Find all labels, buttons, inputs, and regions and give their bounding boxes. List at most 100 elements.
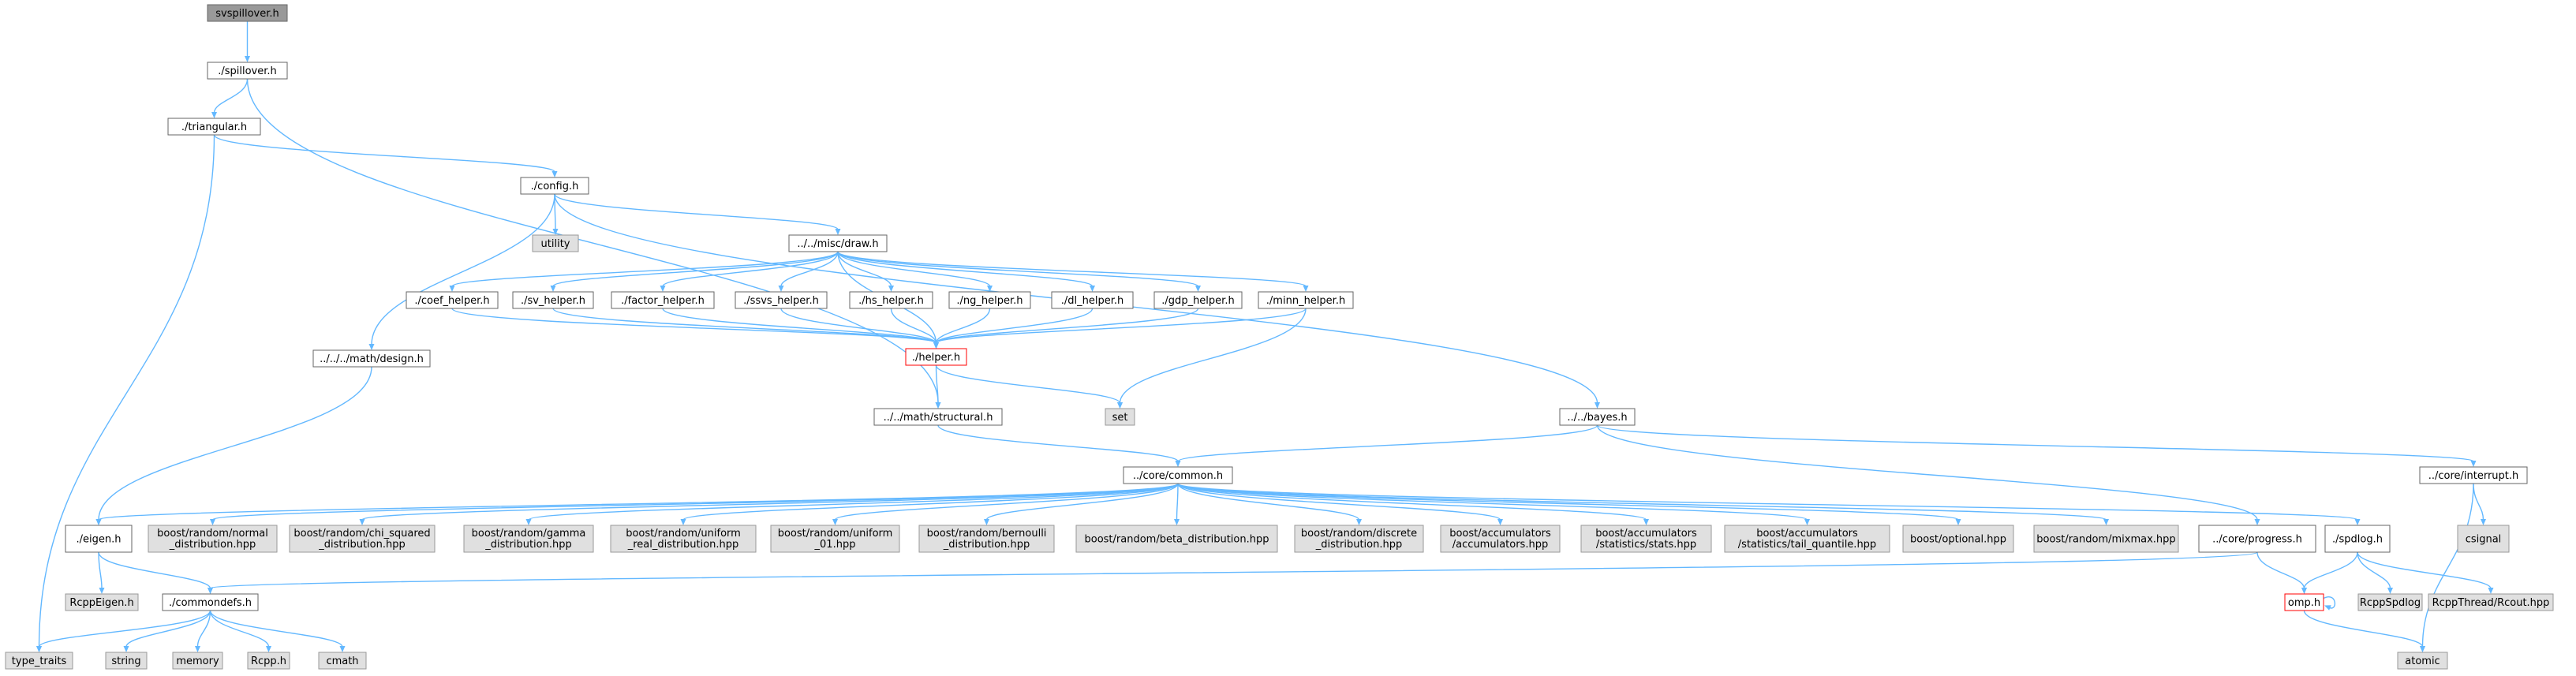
- edge-progress-to-omp: [2256, 551, 2307, 594]
- edge-arrowhead: [123, 646, 129, 652]
- node-rcppeigen: RcppEigen.h: [65, 593, 139, 611]
- node-optional: boost/optional.hpp: [1902, 525, 2014, 553]
- node-helper[interactable]: ./helper.h: [905, 348, 967, 366]
- edge-arrowhead: [1117, 402, 1123, 409]
- edge-arrowhead: [933, 342, 939, 349]
- node-structural[interactable]: ../../math/structural.h: [873, 408, 1003, 426]
- node-bayes[interactable]: ../../bayes.h: [1559, 408, 1636, 426]
- edge-line: [682, 483, 1179, 521]
- edge-arrowhead: [99, 588, 105, 594]
- edge-line: [985, 483, 1179, 521]
- edge-arrowhead: [1497, 519, 1503, 525]
- node-spdlog[interactable]: ./spdlog.h: [2324, 525, 2391, 553]
- node-tail_quantile: boost/accumulators/statistics/tail_quant…: [1724, 525, 1890, 553]
- node-box: [105, 652, 148, 670]
- node-label: RcppSpdlog: [2360, 597, 2421, 609]
- node-dl_helper[interactable]: ./dl_helper.h: [1051, 291, 1134, 309]
- edge-line: [1177, 424, 1598, 462]
- edge-arrowhead: [2470, 461, 2477, 467]
- node-box: [905, 348, 967, 366]
- node-label: boost/accumulators: [1595, 528, 1697, 540]
- node-box: [463, 525, 594, 553]
- node-hs_helper[interactable]: ./hs_helper.h: [849, 291, 933, 309]
- edge-triangular-to-type_traits: [36, 134, 215, 652]
- edge-common-to-uniform_real: [680, 483, 1179, 525]
- edge-commondefs-to-string: [123, 610, 211, 652]
- edge-line: [1177, 483, 1360, 521]
- node-eigen[interactable]: ./eigen.h: [65, 525, 133, 553]
- node-label: boost/optional.hpp: [1910, 534, 2006, 546]
- node-common[interactable]: ../core/common.h: [1123, 466, 1233, 484]
- edge-draw-to-ssvs_helper: [778, 251, 839, 292]
- edge-line: [2256, 551, 2305, 589]
- edge-design-to-eigen: [95, 366, 372, 525]
- node-label: ./sv_helper.h: [521, 295, 585, 307]
- node-box: [532, 234, 579, 252]
- node-interrupt[interactable]: ../core/interrupt.h: [2419, 466, 2528, 484]
- node-design[interactable]: ../../../math/design.h: [312, 349, 431, 368]
- edge-arrowhead: [2354, 519, 2361, 525]
- edge-line: [1596, 424, 2258, 521]
- edge-line: [451, 308, 937, 344]
- node-label: ../../misc/draw.h: [797, 238, 878, 250]
- edge-common-to-beta: [1174, 483, 1180, 525]
- node-commondefs[interactable]: ./commondefs.h: [162, 593, 259, 611]
- edge-arrowhead: [1595, 402, 1600, 409]
- edge-common-to-uniform_01: [832, 483, 1179, 525]
- node-config[interactable]: ./config.h: [520, 177, 589, 195]
- node-box: [65, 593, 139, 611]
- edge-line: [209, 551, 2258, 589]
- edge-triangular-to-config: [213, 134, 558, 177]
- edge-gdp_helper-to-helper: [933, 308, 1199, 349]
- node-label: _real_distribution.hpp: [627, 539, 739, 551]
- node-triangular[interactable]: ./triangular.h: [167, 118, 261, 136]
- node-label: ../../bayes.h: [1567, 412, 1627, 424]
- edge-arrowhead: [552, 229, 559, 235]
- node-progress[interactable]: ../core/progress.h: [2198, 525, 2316, 553]
- node-label: ../core/common.h: [1133, 470, 1223, 482]
- edge-arrowhead: [1955, 519, 1961, 525]
- edge-line: [2303, 610, 2424, 648]
- node-label: ../../../math/design.h: [320, 353, 424, 365]
- node-label: set: [1112, 412, 1128, 424]
- edge-line: [837, 251, 1199, 287]
- node-label: cmath: [326, 655, 358, 667]
- edge-line: [935, 308, 1307, 344]
- node-draw[interactable]: ../../misc/draw.h: [788, 234, 888, 252]
- node-sv_helper[interactable]: ./sv_helper.h: [512, 291, 594, 309]
- nodes-layer: svspillover.h ./spillover.h ./triangular.h…: [5, 4, 2554, 670]
- node-gdp_helper[interactable]: ./gdp_helper.h: [1153, 291, 1243, 309]
- node-ssvs_helper[interactable]: ./ssvs_helper.h: [735, 291, 828, 309]
- node-box: [610, 525, 757, 553]
- node-label: boost/accumulators: [1756, 528, 1858, 540]
- edge-commondefs-to-rcpp: [209, 610, 271, 652]
- edge-common-to-spdlog: [1177, 483, 2361, 525]
- node-box: [318, 652, 367, 670]
- edge-bayes-to-progress: [1596, 424, 2260, 525]
- node-discrete: boost/random/discrete_distribution.hpp: [1294, 525, 1424, 553]
- node-spillover[interactable]: ./spillover.h: [207, 62, 288, 80]
- node-minn_helper[interactable]: ./minn_helper.h: [1258, 291, 1354, 309]
- edge-arrowhead: [208, 588, 213, 594]
- edge-bayes-to-common: [1175, 424, 1598, 467]
- edge-arrowhead: [1090, 286, 1095, 292]
- node-label: csignal: [2466, 534, 2502, 546]
- node-label: boost/random/uniform: [626, 528, 741, 540]
- node-label: _distribution.hpp: [169, 539, 256, 551]
- node-factor_helper[interactable]: ./factor_helper.h: [611, 291, 715, 309]
- node-box: [289, 525, 436, 553]
- node-label: boost/random/bernoulli: [927, 528, 1047, 540]
- node-ng_helper[interactable]: ./ng_helper.h: [948, 291, 1031, 309]
- edge-line: [196, 610, 211, 648]
- node-coef_helper[interactable]: ./coef_helper.h: [406, 291, 499, 309]
- edge-line: [935, 308, 1199, 344]
- edge-line: [837, 251, 1307, 287]
- node-box: [735, 291, 828, 309]
- node-omp[interactable]: omp.h: [2284, 593, 2324, 611]
- node-uniform_01: boost/random/uniform_01.hpp: [770, 525, 900, 553]
- node-svspillover[interactable]: svspillover.h: [207, 4, 288, 22]
- node-rcppspdlog: RcppSpdlog: [2357, 593, 2423, 611]
- node-box: [1902, 525, 2014, 553]
- edge-line: [528, 483, 1179, 521]
- node-label: boost/random/discrete: [1301, 528, 1417, 540]
